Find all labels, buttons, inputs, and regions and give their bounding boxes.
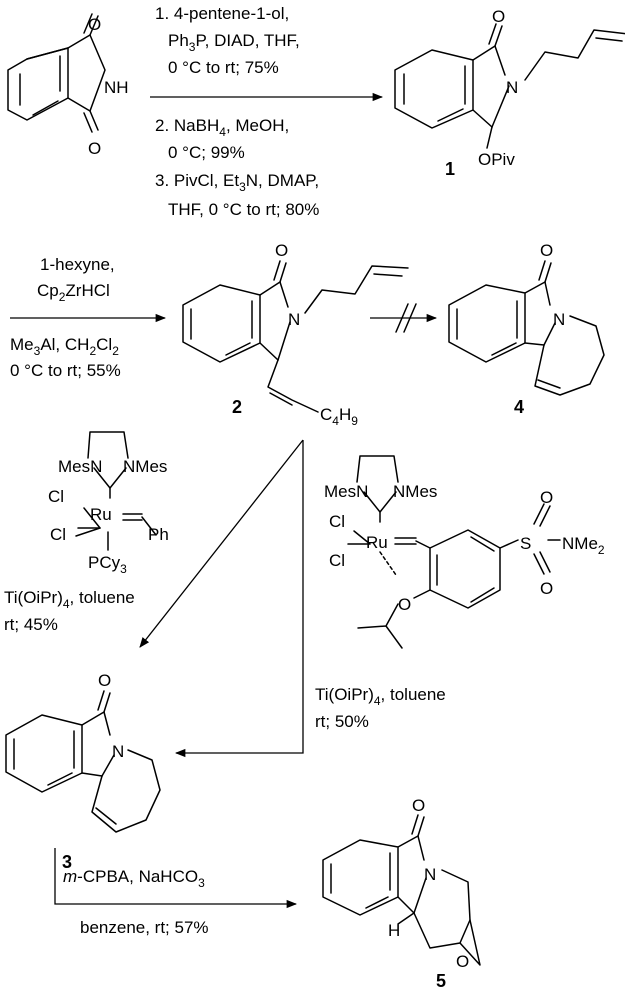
atom-nh: NH <box>104 78 129 97</box>
epoxidation-arrow <box>54 848 298 909</box>
atom-pcy3: PCy <box>88 553 121 572</box>
phthalimide-structure: O NH O <box>7 13 129 158</box>
step2-line2: Cp <box>37 281 59 300</box>
grubbs-catalyst-structure: MesN NMes Cl Ru Cl Ph PCy3 <box>48 431 169 576</box>
compound-4-structure: O N <box>448 241 605 396</box>
butyl-group: C <box>320 405 332 424</box>
epox-line1: m <box>63 867 77 886</box>
atom-n: N <box>553 310 565 329</box>
svg-text:m-CPBA, NaHCO3: m-CPBA, NaHCO3 <box>63 867 205 890</box>
atom-o: O <box>275 241 288 260</box>
step1-line2: Ph <box>168 31 189 50</box>
atom-mes: Mes <box>324 482 356 501</box>
atom-o: O <box>492 7 505 26</box>
atom-n: N <box>288 310 300 329</box>
atom-ru: Ru <box>366 533 388 552</box>
rcm-arrows <box>139 439 304 758</box>
atom-nme2: NMe <box>562 534 598 553</box>
compound-label-1: 1 <box>445 159 455 179</box>
atom-n: N <box>506 78 518 97</box>
epox-line2: benzene, rt; 57% <box>80 918 209 937</box>
step1-line4: 2. NaBH <box>155 116 219 135</box>
compound-label-3: 3 <box>62 852 72 872</box>
atom-ru: Ru <box>90 505 112 524</box>
compound-5-structure: O N H O <box>322 796 481 971</box>
atom-o: O <box>540 241 553 260</box>
step1-conditions: 1. 4-pentene-1-ol, Ph3P, DIAD, THF, 0 °C… <box>155 4 319 219</box>
svg-text:Ph3P, DIAD, THF,: Ph3P, DIAD, THF, <box>168 31 300 54</box>
atom-opiv: OPiv <box>478 150 515 169</box>
step1-line7: THF, 0 °C to rt; 80% <box>168 200 319 219</box>
rcm2-line2: rt; 50% <box>315 712 369 731</box>
step1-line3: 0 °C to rt; 75% <box>168 58 279 77</box>
atom-ph: Ph <box>148 525 169 544</box>
rcm2-line1: Ti(OiPr) <box>315 685 374 704</box>
compound-label-5: 5 <box>436 971 446 988</box>
atom-n: N <box>424 865 436 884</box>
rcm1-line2: rt; 45% <box>4 615 58 634</box>
step2-line1: 1-hexyne, <box>40 255 115 274</box>
rcm1-line1: Ti(OiPr) <box>4 588 63 607</box>
atom-s: S <box>520 534 531 553</box>
atom-nmes: NMes <box>393 482 437 501</box>
atom-cl: Cl <box>48 487 64 506</box>
compound-label-4: 4 <box>514 397 524 417</box>
atom-h: H <box>388 921 400 940</box>
atom-n: N <box>112 742 124 761</box>
atom-nmes: NMes <box>123 457 167 476</box>
atom-o: O <box>88 15 101 34</box>
atom-o: O <box>88 139 101 158</box>
svg-text:MesN: MesN <box>58 457 102 476</box>
rcm1-conditions: Ti(OiPr)4, toluene rt; 45% <box>4 588 135 634</box>
compound-1-structure: O N OPiv <box>394 7 625 169</box>
svg-text:C4H9: C4H9 <box>320 405 358 428</box>
atom-o: O <box>456 952 469 971</box>
compound-2-structure: O N C4H9 <box>182 241 409 428</box>
step1-line5: 0 °C; 99% <box>168 143 245 162</box>
svg-text:Cp2ZrHCl: Cp2ZrHCl <box>37 281 110 304</box>
atom-o: O <box>412 796 425 815</box>
atom-o: O <box>398 595 411 614</box>
failed-reaction-arrow <box>370 303 438 333</box>
atom-cl: Cl <box>329 551 345 570</box>
epoxidation-conditions: m-CPBA, NaHCO3 benzene, rt; 57% <box>63 867 209 937</box>
atom-o: O <box>540 579 553 598</box>
step1-line1: 1. 4-pentene-1-ol, <box>155 4 289 23</box>
atom-o: O <box>98 671 111 690</box>
step2-conditions: 1-hexyne, Cp2ZrHCl Me3Al, CH2Cl2 0 °C to… <box>10 255 121 380</box>
step2-line3: Me <box>10 335 34 354</box>
svg-text:MesN: MesN <box>324 482 368 501</box>
svg-text:Ti(OiPr)4, toluene: Ti(OiPr)4, toluene <box>4 588 135 611</box>
compound-label-2: 2 <box>232 397 242 417</box>
svg-text:PCy3: PCy3 <box>88 553 127 576</box>
rcm2-conditions: Ti(OiPr)4, toluene rt; 50% <box>315 685 446 731</box>
atom-o: O <box>540 488 553 507</box>
step1-line6: 3. PivCl, Et <box>155 171 239 190</box>
svg-text:Ti(OiPr)4, toluene: Ti(OiPr)4, toluene <box>315 685 446 708</box>
svg-text:Me3Al, CH2Cl2: Me3Al, CH2Cl2 <box>10 335 119 358</box>
atom-cl: Cl <box>50 525 66 544</box>
compound-3-structure: O N <box>5 671 161 833</box>
step2-line4: 0 °C to rt; 55% <box>10 361 121 380</box>
hoveyda-catalyst-structure: MesN NMes Cl Ru Cl O S O O NMe2 <box>324 455 605 649</box>
svg-text:3. PivCl, Et3N, DMAP,: 3. PivCl, Et3N, DMAP, <box>155 171 319 194</box>
svg-text:2. NaBH4, MeOH,: 2. NaBH4, MeOH, <box>155 116 289 139</box>
atom-mes: Mes <box>58 457 90 476</box>
svg-text:NMe2: NMe2 <box>562 534 605 557</box>
atom-cl: Cl <box>329 512 345 531</box>
